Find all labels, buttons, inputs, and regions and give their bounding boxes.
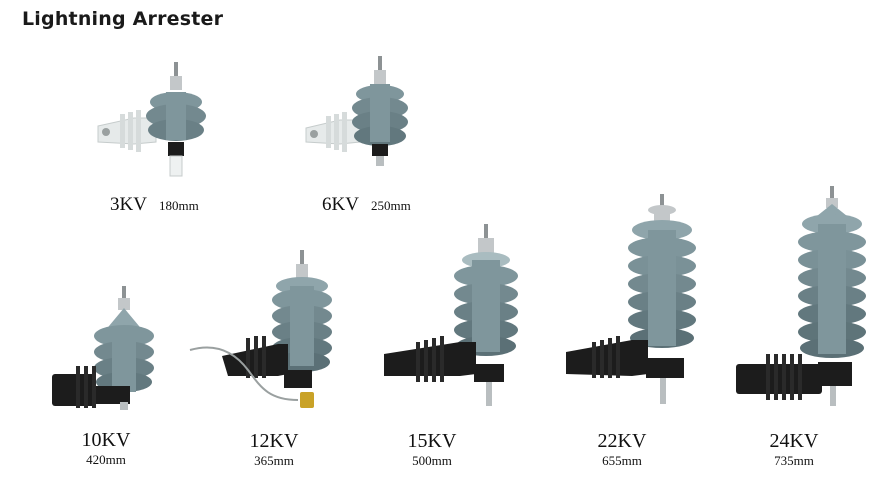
- arrester-3kv-image: [97, 62, 206, 177]
- length-label: 420mm: [86, 452, 126, 467]
- product-10kv: 10KV 420mm: [48, 286, 168, 471]
- product-caption: 15KV 500mm: [372, 430, 492, 470]
- product-caption: 10KV 420mm: [46, 429, 166, 469]
- product-caption: 22KV 655mm: [562, 430, 682, 470]
- voltage-label: 15KV: [407, 430, 457, 452]
- product-15kv: 15KV 500mm: [380, 224, 530, 470]
- voltage-label: 12KV: [249, 430, 299, 452]
- voltage-label: 6KV: [322, 194, 359, 215]
- arrester-15kv-image: [384, 224, 518, 406]
- arrester-10kv-image: [52, 286, 154, 410]
- product-22kv: 22KV 655mm: [562, 194, 712, 470]
- length-label: 250mm: [370, 198, 411, 213]
- voltage-label: 10KV: [81, 429, 131, 451]
- length-label: 735mm: [774, 453, 814, 468]
- voltage-label: 24KV: [769, 430, 819, 452]
- length-label: 655mm: [602, 453, 642, 468]
- arrester-6kv-image: [305, 56, 408, 166]
- product-caption: 6KV 250mm: [322, 194, 411, 216]
- arrester-12kv-image: [189, 250, 332, 408]
- product-12kv: 12KV 365mm: [188, 250, 348, 470]
- product-6kv: 6KV 250mm: [300, 56, 430, 215]
- product-caption: 12KV 365mm: [214, 430, 334, 470]
- arrester-22kv-image: [566, 194, 696, 404]
- length-label: 180mm: [158, 198, 199, 213]
- page-title: Lightning Arrester: [22, 8, 224, 30]
- product-caption: 24KV 735mm: [734, 430, 854, 470]
- product-3kv: 3KV 180mm: [90, 62, 220, 215]
- product-caption: 3KV 180mm: [110, 194, 199, 216]
- length-label: 365mm: [254, 453, 294, 468]
- product-24kv: 24KV 735mm: [732, 186, 882, 470]
- length-label: 500mm: [412, 453, 452, 468]
- voltage-label: 3KV: [110, 194, 147, 215]
- arrester-24kv-image: [736, 186, 866, 406]
- voltage-label: 22KV: [597, 430, 647, 452]
